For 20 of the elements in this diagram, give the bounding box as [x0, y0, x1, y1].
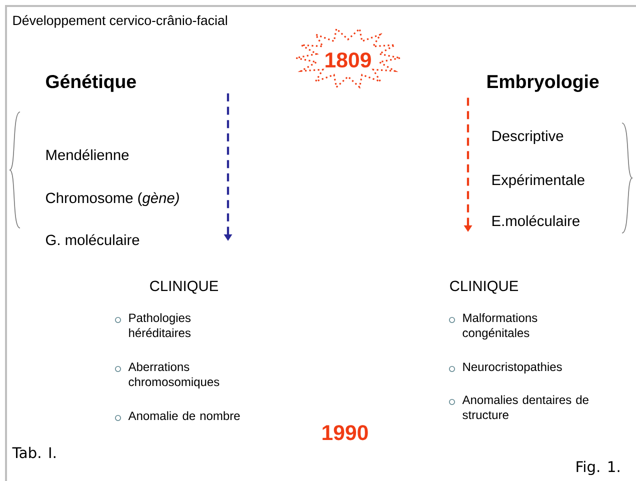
- list-item: Mendélienne: [46, 149, 129, 160]
- list-item: Chromosome (gène): [46, 192, 179, 206]
- section-heading: CLINIQUE: [450, 280, 518, 294]
- list-item: Anomalies dentaires de structure: [462, 395, 588, 420]
- list-item: Neurocristopathies: [463, 362, 562, 374]
- list-item: Expérimentale: [492, 174, 584, 188]
- year-label: 1990: [322, 425, 368, 440]
- section-heading: CLINIQUE: [150, 280, 218, 294]
- list-item: E.moléculaire: [492, 215, 580, 226]
- list-item: Malformations congénitales: [462, 313, 538, 340]
- table-label: Fig. 1.: [576, 460, 620, 476]
- column-heading: Embryologie: [488, 74, 599, 92]
- list-item: G. moléculaire: [46, 234, 140, 246]
- table-label: Tab. I.: [12, 446, 56, 458]
- title: Développement cervico-crânio-facial: [13, 15, 227, 28]
- list-item: Anomalie de nombre: [128, 411, 240, 420]
- list-item: Descriptive: [492, 130, 564, 144]
- list-item: Pathologies héréditaires: [129, 313, 191, 338]
- column-heading: Génétique: [46, 74, 136, 92]
- list-item: Aberrations chromosomiques: [128, 362, 220, 388]
